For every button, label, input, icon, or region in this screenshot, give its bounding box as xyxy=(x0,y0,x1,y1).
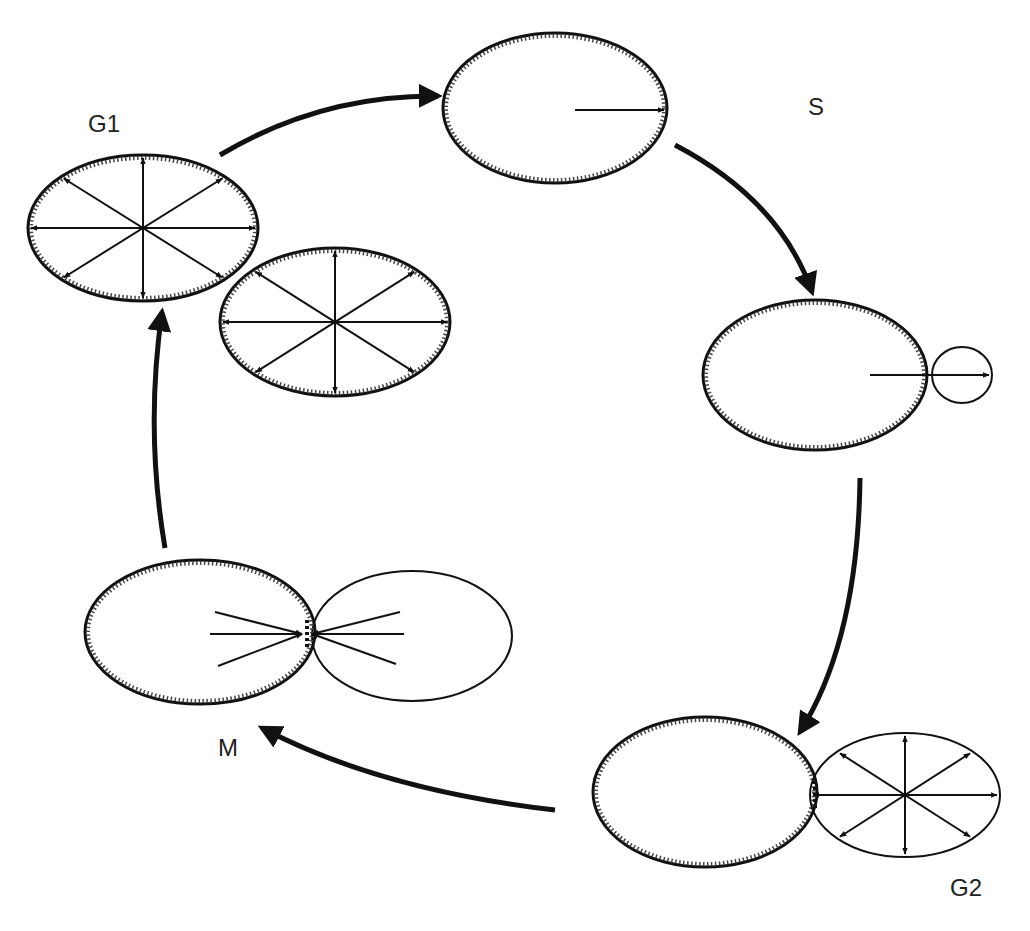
septum-dot xyxy=(305,632,309,635)
phase-label: S xyxy=(808,95,824,119)
cycle-arrow xyxy=(262,728,555,810)
growth-arrow xyxy=(256,272,414,372)
growth-arrow xyxy=(312,612,400,634)
growth-arrow xyxy=(218,634,302,666)
mother-cell xyxy=(443,33,667,183)
growth-arrow xyxy=(870,374,989,376)
septum-dot xyxy=(813,787,817,790)
septum-dot xyxy=(813,805,817,808)
cell-wall-dots xyxy=(446,36,664,180)
septum-dot xyxy=(305,644,309,647)
septum-dot xyxy=(305,620,309,623)
phase-label: M xyxy=(218,736,238,760)
septum-dot xyxy=(813,781,817,784)
bud-cell xyxy=(312,571,512,701)
phase-label: G1 xyxy=(88,112,120,136)
growth-arrow xyxy=(210,633,302,635)
growth-arrow xyxy=(215,612,302,634)
septum-dot xyxy=(305,626,309,629)
cycle-arrow xyxy=(220,96,438,155)
phase-label: G2 xyxy=(950,876,982,900)
cell-wall-dots xyxy=(596,720,814,864)
cell-wall-dots xyxy=(88,563,312,701)
growth-arrow xyxy=(312,634,396,664)
septum-dot xyxy=(813,799,817,802)
growth-arrow xyxy=(840,753,970,836)
mother-cell xyxy=(593,717,817,867)
mother-cell xyxy=(85,560,315,704)
growth-arrow xyxy=(575,109,664,111)
cell-wall-dots xyxy=(223,251,447,393)
septum-dot xyxy=(813,793,817,796)
cycle-arrow xyxy=(154,312,165,548)
mother-cell xyxy=(28,155,258,301)
cycle-arrow xyxy=(675,145,812,292)
septum-dot xyxy=(305,638,309,641)
bud-cell xyxy=(810,733,1000,857)
growth-arrow xyxy=(312,633,404,635)
cycle-arrow xyxy=(800,478,860,732)
mother-cell xyxy=(220,248,450,396)
growth-arrow xyxy=(64,179,222,278)
cell-wall-dots xyxy=(31,158,255,298)
